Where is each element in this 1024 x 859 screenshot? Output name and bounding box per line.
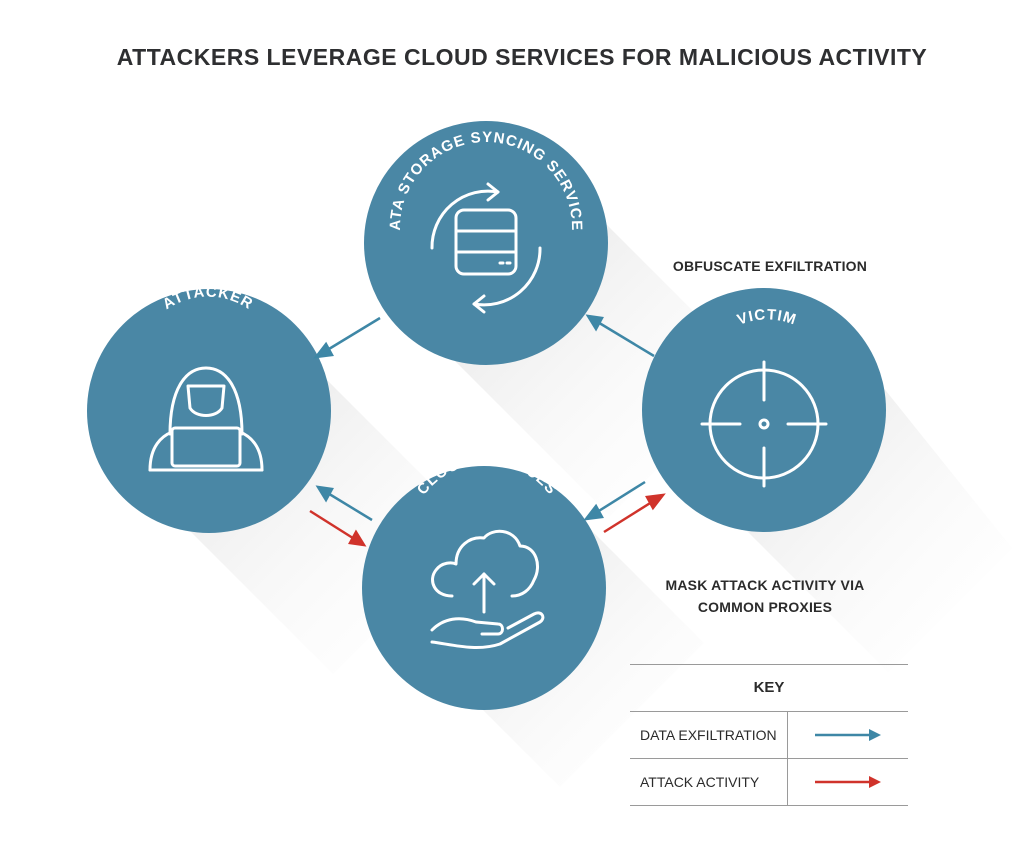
- storage-circle: [364, 121, 608, 365]
- key-row-exfiltration: DATA EXFILTRATION: [630, 712, 908, 759]
- victim-circle: [642, 288, 886, 532]
- exfiltration-arrows: [313, 314, 655, 522]
- database-sync-icon: [430, 182, 542, 314]
- arrow-cloud-to-attacker: [325, 490, 373, 522]
- attack-arrows: [309, 493, 666, 547]
- arrowhead: [585, 314, 604, 332]
- arrowhead: [645, 493, 666, 511]
- attacker-circle: [87, 289, 331, 533]
- mask-annotation-line1: MASK ATTACK ACTIVITY VIA: [665, 577, 865, 593]
- hooded-hacker-laptop-icon: [148, 366, 264, 472]
- red-arrow-icon: [815, 776, 881, 788]
- key-swatch-exfiltration: [788, 712, 908, 758]
- blue-arrow-icon: [815, 729, 881, 741]
- legend-key: KEY DATA EXFILTRATION ATTACK ACTIVITY: [630, 664, 908, 806]
- key-label-attack: ATTACK ACTIVITY: [630, 759, 788, 805]
- arrow-storage-to-attacker: [323, 316, 381, 354]
- key-divider: [630, 664, 908, 665]
- arrowhead: [315, 485, 334, 503]
- arrow-attacker-to-cloud: [309, 509, 357, 542]
- obfuscate-annotation: OBFUSCATE EXFILTRATION: [672, 258, 868, 274]
- arrow-victim-to-storage: [595, 319, 655, 358]
- crosshair-target-icon: [700, 360, 828, 488]
- arrow-victim-to-cloud: [593, 480, 646, 516]
- key-title: KEY: [630, 665, 908, 712]
- arrowhead: [348, 529, 367, 547]
- arrow-cloud-to-victim: [603, 498, 656, 534]
- arrowhead: [583, 503, 604, 521]
- key-label-exfiltration: DATA EXFILTRATION: [630, 712, 788, 758]
- arrowhead: [313, 341, 334, 359]
- mask-annotation-line2: COMMON PROXIES: [697, 599, 833, 615]
- key-row-attack: ATTACK ACTIVITY: [630, 759, 908, 806]
- diagram-title: ATTACKERS LEVERAGE CLOUD SERVICES FOR MA…: [116, 44, 928, 70]
- mask-annotation: MASK ATTACK ACTIVITY VIA COMMON PROXIES: [645, 574, 885, 618]
- cloud-upload-hand-icon: [430, 529, 545, 649]
- key-swatch-attack: [788, 759, 908, 805]
